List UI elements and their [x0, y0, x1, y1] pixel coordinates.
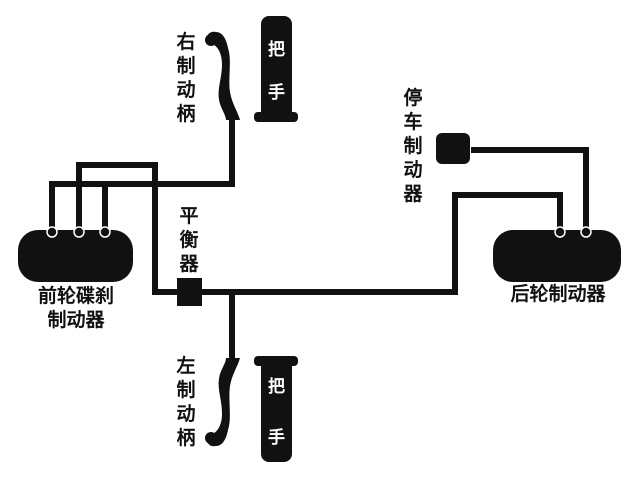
left-lever-tip-icon: [205, 432, 217, 444]
parking-label-char-5: 器: [402, 183, 423, 205]
balancer-label-char-2: 衡: [179, 228, 198, 251]
grip-bottom: 把 手: [254, 356, 298, 462]
parking-label-char-2: 车: [403, 110, 422, 133]
rear-brake: [493, 226, 621, 282]
brake-lines: [49, 115, 589, 363]
rear-brake-label: 后轮制动器: [510, 282, 606, 305]
grip-top-char-2: 手: [268, 82, 285, 103]
right-brake-lever: [205, 31, 240, 121]
front-port-2: [73, 226, 85, 238]
right-lever-label-char-3: 动: [176, 79, 195, 101]
grip-bottom-char-1: 把: [268, 376, 285, 397]
left-lever-label-char-1: 左: [176, 354, 195, 377]
right-lever-label-char-2: 制: [176, 54, 195, 77]
front-caliper-body: [18, 230, 133, 282]
left-lever-icon: [207, 358, 240, 447]
grip-top-body: [261, 16, 292, 120]
balancer-label-char-1: 平: [179, 205, 198, 227]
front-port-1: [46, 226, 58, 238]
parking-label-char-4: 动: [403, 159, 422, 181]
front-inner-loop: [76, 162, 183, 295]
right-lever-icon: [207, 31, 240, 121]
parking-label-char-1: 停: [403, 86, 422, 109]
right-lever-tip-icon: [205, 34, 217, 46]
left-lever-label-char-4: 柄: [176, 427, 195, 449]
front-brake-label-line-1: 前轮碟刹: [38, 284, 114, 307]
front-brake-label-line-2: 制动器: [47, 308, 105, 331]
parking-label-char-3: 制: [403, 134, 422, 157]
right-lever-label-char-4: 柄: [176, 103, 195, 125]
left-lever-label-char-3: 动: [176, 403, 195, 425]
rear-port-1: [554, 226, 566, 238]
left-lever-label: 左 制 动 柄: [176, 354, 195, 449]
grip-bottom-char-2: 手: [268, 427, 285, 448]
parking-brake-label: 停 车 制 动 器: [402, 86, 423, 205]
right-lever-label-char-1: 右: [175, 30, 195, 53]
grip-bottom-body: [261, 358, 292, 462]
right-lever-label: 右 制 动 柄: [175, 30, 195, 125]
grip-top-char-1: 把: [268, 39, 285, 60]
rear-port-2: [580, 226, 592, 238]
balancer-label-char-3: 器: [178, 253, 199, 275]
rear-brake-body: [493, 230, 621, 282]
left-lever-label-char-2: 制: [176, 378, 195, 401]
grip-top: 把 手: [254, 16, 298, 122]
front-disc-brake: [18, 226, 133, 282]
balancer-block: [177, 278, 202, 306]
rear-brake-line: [197, 192, 563, 295]
right-lever-line: [49, 115, 235, 235]
parking-cable: [471, 147, 589, 235]
front-port-3: [99, 226, 111, 238]
left-brake-lever: [205, 358, 240, 447]
parking-brake-block: [436, 133, 470, 164]
balancer-label: 平 衡 器: [178, 205, 199, 275]
